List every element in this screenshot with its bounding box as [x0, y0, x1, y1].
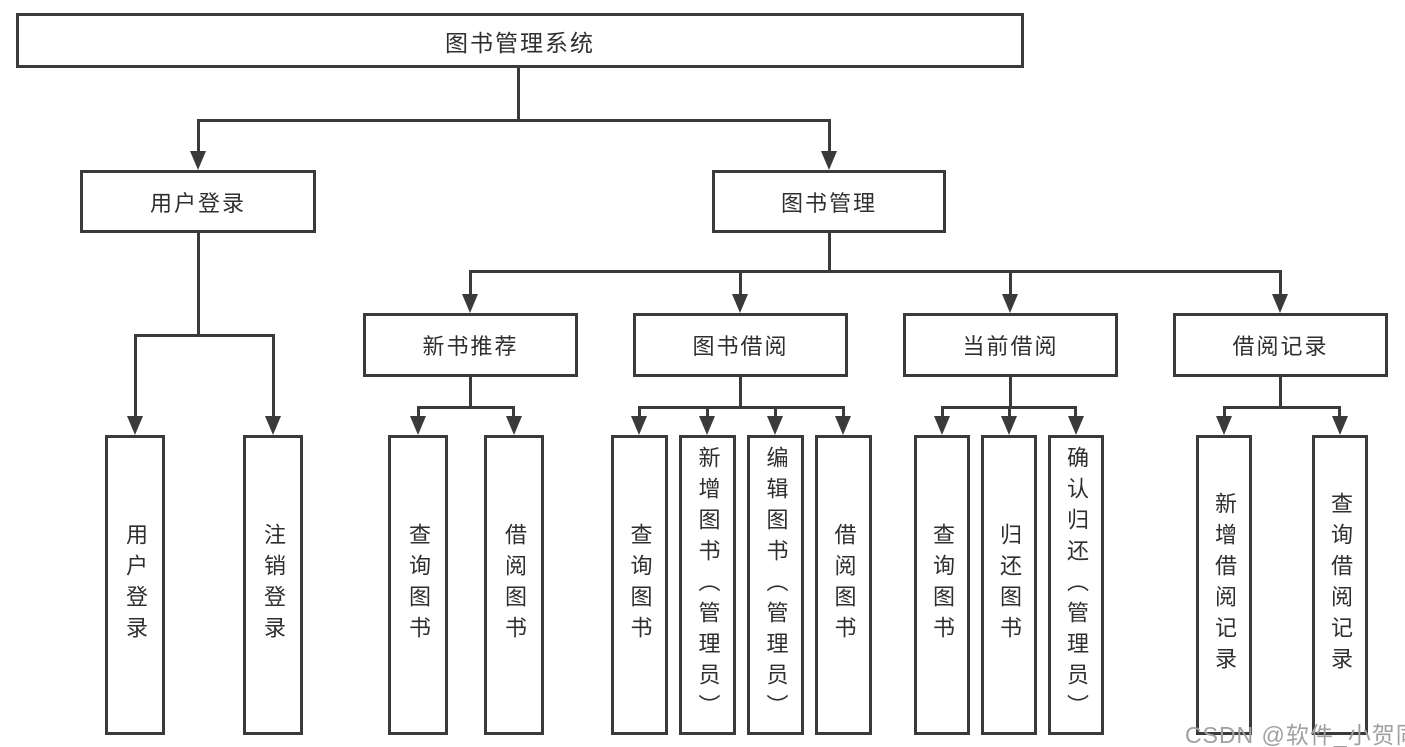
node-book-borrowing: 图书借阅	[633, 313, 848, 377]
node-label: 新增借阅记录	[1212, 492, 1237, 678]
node-label: 查询借阅记录	[1328, 492, 1353, 678]
connector-line	[197, 231, 200, 337]
arrow-down-icon	[506, 416, 522, 435]
node-label: 用户登录	[123, 523, 148, 647]
arrow-down-icon	[699, 416, 715, 435]
leaf-add-books-admin: 新增图书（管理员）	[679, 435, 736, 735]
connector-line	[638, 406, 844, 409]
node-borrowing-records: 借阅记录	[1173, 313, 1388, 377]
arrow-down-icon	[821, 151, 837, 170]
node-label: 查询图书	[406, 523, 431, 647]
leaf-query-books-borrowing: 查询图书	[611, 435, 668, 735]
arrow-down-icon	[190, 151, 206, 170]
arrow-down-icon	[410, 416, 426, 435]
node-label: 确认归还（管理员）	[1064, 445, 1089, 725]
node-label: 新增图书（管理员）	[695, 445, 721, 725]
arrow-down-icon	[1332, 416, 1348, 435]
node-label: 查询图书	[627, 523, 653, 647]
connector-line	[941, 406, 944, 420]
node-label: 归还图书	[997, 523, 1022, 647]
node-current-borrowing: 当前借阅	[903, 313, 1118, 377]
connector-line	[1338, 406, 1341, 420]
connector-line	[512, 406, 515, 420]
arrow-down-icon	[767, 416, 783, 435]
connector-line	[469, 375, 472, 408]
connector-line	[272, 334, 275, 422]
connector-line	[469, 270, 1282, 273]
arrow-down-icon	[1068, 416, 1084, 435]
node-label: 借阅图书	[502, 523, 527, 647]
node-user-login: 用户登录	[80, 170, 316, 233]
connector-line	[1223, 406, 1341, 409]
connector-line	[197, 119, 831, 122]
arrow-down-icon	[462, 294, 478, 313]
node-label: 注销登录	[261, 523, 286, 647]
node-label: 图书借阅	[692, 334, 789, 359]
arrow-down-icon	[265, 416, 281, 435]
node-label: 当前借阅	[962, 334, 1059, 359]
connector-line	[197, 119, 200, 155]
node-label: 图书管理系统	[445, 29, 595, 56]
node-label: 编辑图书（管理员）	[763, 445, 789, 725]
connector-line	[842, 406, 845, 420]
node-label: 用户登录	[149, 190, 246, 216]
arrow-down-icon	[1272, 294, 1288, 313]
arrow-down-icon	[1002, 294, 1018, 313]
leaf-borrow-books: 借阅图书	[815, 435, 872, 735]
leaf-logout-login: 注销登录	[243, 435, 303, 735]
leaf-add-borrow-record: 新增借阅记录	[1196, 435, 1252, 735]
node-book-management: 图书管理	[712, 170, 946, 233]
connector-line	[739, 375, 742, 408]
connector-line	[1009, 375, 1012, 408]
node-library-management-system: 图书管理系统	[16, 13, 1024, 68]
node-label: 图书管理	[780, 190, 877, 216]
node-label: 查询图书	[930, 523, 955, 647]
node-label: 借阅图书	[831, 523, 857, 647]
connector-line	[828, 231, 831, 273]
arrow-down-icon	[732, 294, 748, 313]
leaf-confirm-return-admin: 确认归还（管理员）	[1048, 435, 1104, 735]
connector-line	[1279, 375, 1282, 408]
leaf-query-books-current: 查询图书	[914, 435, 970, 735]
connector-line	[638, 406, 641, 420]
connector-line	[774, 406, 777, 420]
arrow-down-icon	[835, 416, 851, 435]
node-label: 新书推荐	[422, 334, 519, 359]
connector-line	[1223, 406, 1226, 420]
connector-line	[469, 270, 472, 296]
arrow-down-icon	[1216, 416, 1232, 435]
leaf-return-books: 归还图书	[981, 435, 1037, 735]
arrow-down-icon	[934, 416, 950, 435]
connector-line	[1279, 270, 1282, 296]
arrow-down-icon	[631, 416, 647, 435]
leaf-query-borrow-record: 查询借阅记录	[1312, 435, 1368, 735]
connector-line	[1074, 406, 1077, 420]
node-label: 借阅记录	[1232, 334, 1329, 359]
connector-line	[1008, 406, 1011, 420]
arrow-down-icon	[127, 416, 143, 435]
connector-line	[739, 270, 742, 296]
connector-line	[1009, 270, 1012, 296]
leaf-borrow-books-recommend: 借阅图书	[484, 435, 544, 735]
csdn-watermark: CSDN @软件_小贺同学	[1185, 722, 1405, 747]
arrow-down-icon	[1001, 416, 1017, 435]
connector-line	[417, 406, 515, 409]
leaf-user-login: 用户登录	[105, 435, 165, 735]
connector-line	[517, 66, 520, 122]
leaf-edit-books-admin: 编辑图书（管理员）	[747, 435, 804, 735]
connector-line	[828, 119, 831, 155]
connector-line	[417, 406, 420, 420]
connector-line	[134, 334, 275, 337]
connector-line	[134, 334, 137, 422]
connector-line	[706, 406, 709, 420]
leaf-query-books-recommend: 查询图书	[388, 435, 448, 735]
node-new-book-recommendation: 新书推荐	[363, 313, 578, 377]
